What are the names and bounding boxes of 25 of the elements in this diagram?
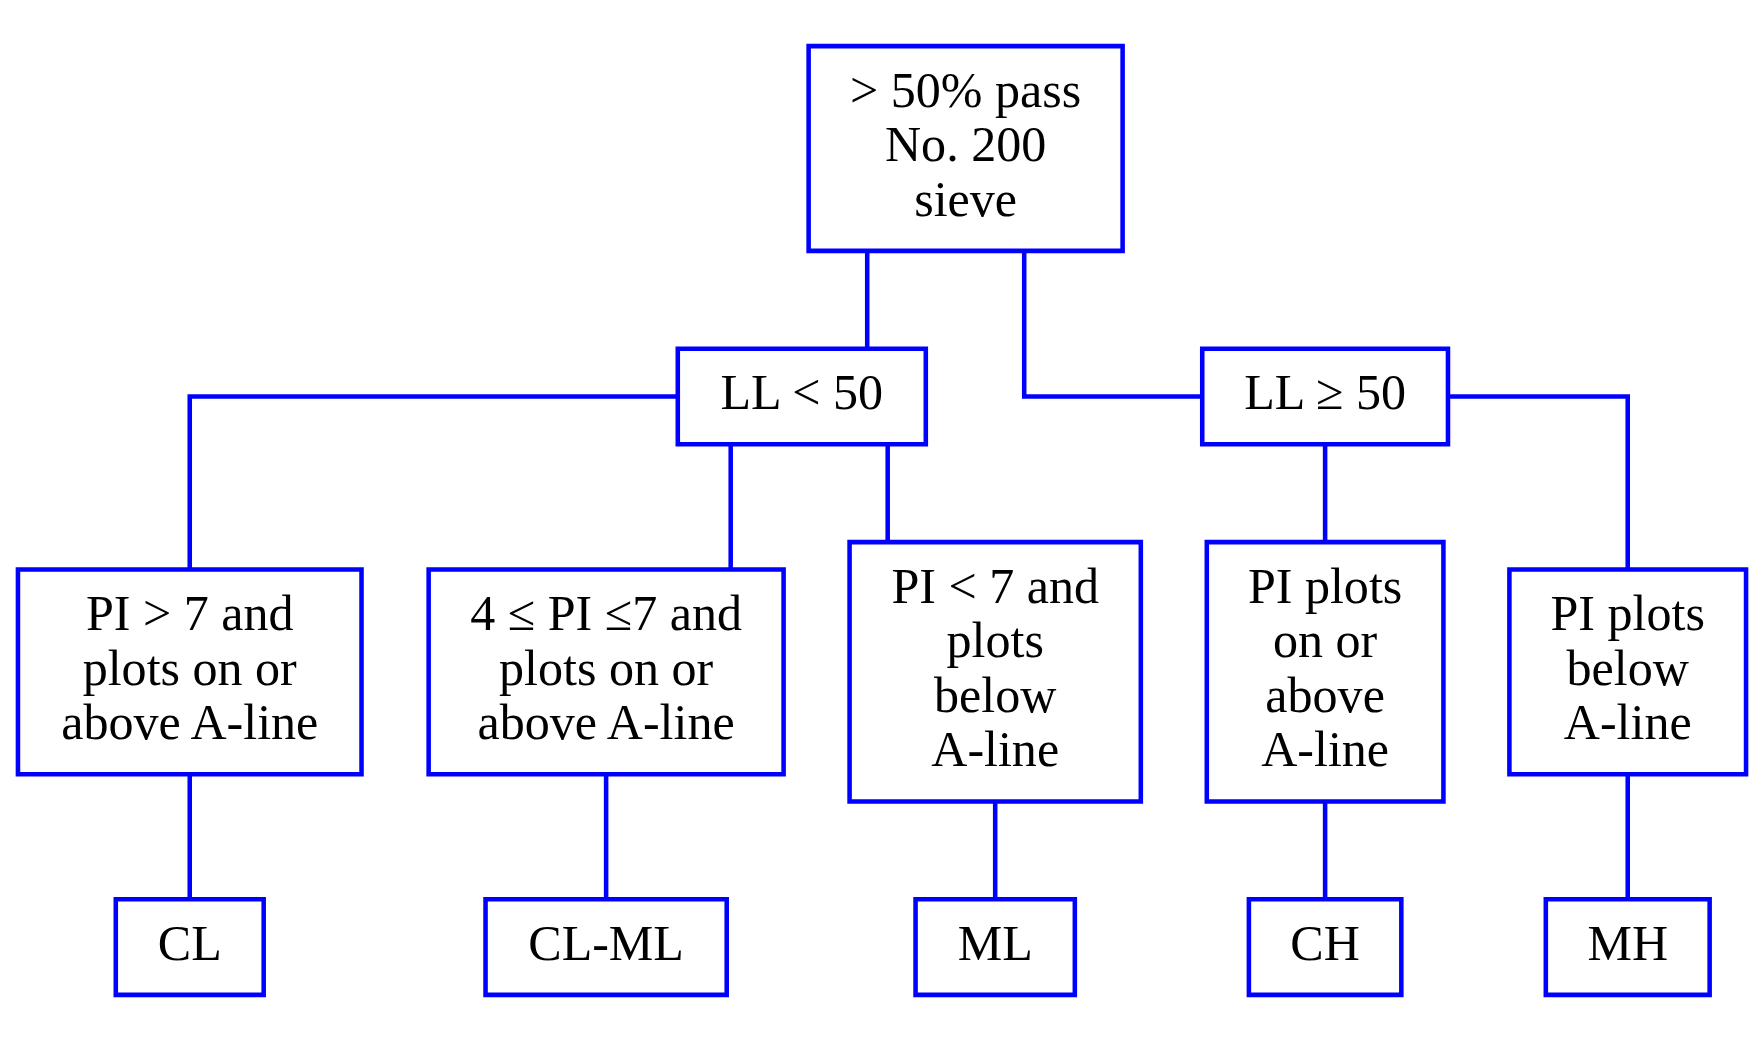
- node-box: PI plots below A-line: [1507, 567, 1749, 777]
- connector: [728, 444, 733, 570]
- connector: [1322, 444, 1328, 542]
- connector: [864, 251, 870, 349]
- node-box: LL ≥ 50: [1199, 346, 1451, 447]
- connector: [885, 444, 890, 542]
- connector: [187, 774, 192, 900]
- connector: [1322, 802, 1328, 899]
- node-box: PI plots on or above A-line: [1204, 539, 1446, 804]
- node-box: PI > 7 and plots on or above A-line: [15, 567, 364, 777]
- connector: [187, 394, 678, 570]
- node-box: 4 ≤ PI ≤7 and plots on or above A-line: [426, 567, 786, 777]
- connector: [1021, 251, 1202, 399]
- node-box: ML: [913, 897, 1078, 998]
- node-box: PI < 7 and plots below A-line: [847, 539, 1144, 804]
- node-box: LL < 50: [675, 346, 929, 447]
- node-box: CL-ML: [483, 897, 729, 998]
- connector: [1448, 394, 1630, 570]
- node-box: > 50% pass No. 200 sieve: [806, 43, 1125, 254]
- node-box: CH: [1246, 897, 1404, 998]
- connector: [603, 774, 609, 900]
- connector: [1625, 774, 1630, 900]
- node-box: CL: [113, 897, 266, 998]
- connector: [992, 802, 998, 899]
- node-box: MH: [1543, 897, 1712, 998]
